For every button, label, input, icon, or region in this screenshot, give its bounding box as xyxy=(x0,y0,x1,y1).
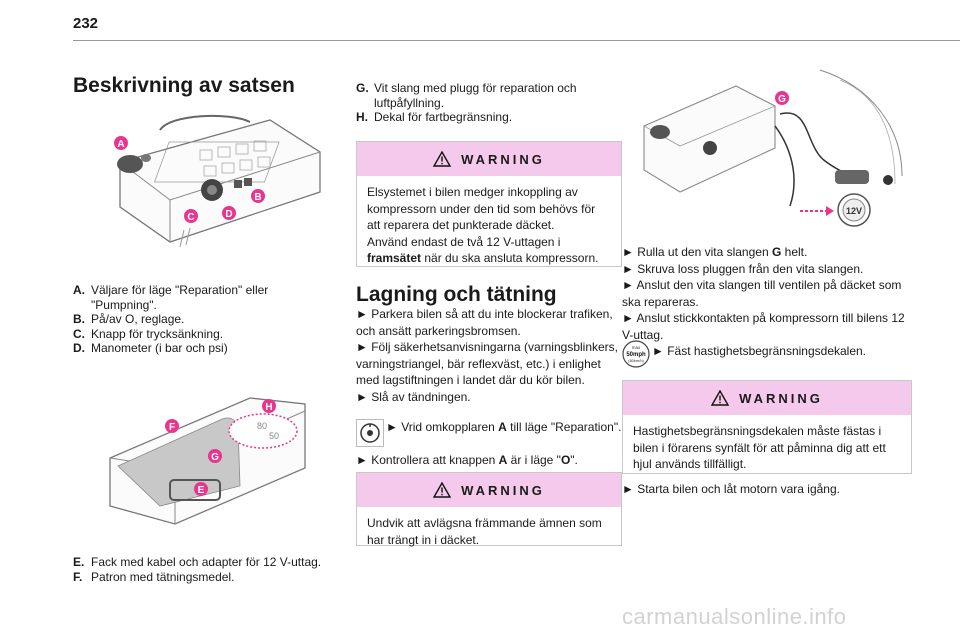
marker-g: G xyxy=(208,449,222,463)
repair-step: ► Parkera bilen så att du inte blockerar… xyxy=(356,307,613,338)
marker-b: B xyxy=(251,189,265,203)
warning-box-foreign-objects: WARNING Undvik att avlägsna främmande äm… xyxy=(356,472,622,547)
svg-text:50mph: 50mph xyxy=(626,352,646,358)
kit-parts-list-b: E.Fack med kabel och adapter för 12 V-ut… xyxy=(73,555,338,584)
svg-text:G: G xyxy=(211,452,219,463)
svg-text:G: G xyxy=(778,94,786,105)
warning-header: WARNING xyxy=(357,142,621,176)
warning-header: WARNING xyxy=(357,473,621,507)
list-item: B.På/av O, reglage. xyxy=(73,312,185,326)
marker-e: E xyxy=(194,482,208,496)
svg-text:(80km/h): (80km/h) xyxy=(628,358,644,363)
rotate-step: ► Vrid omkopplaren A till läge "Reparati… xyxy=(386,420,622,434)
warning-text-2: Använd endast de två 12 V-uttagen i fram… xyxy=(367,234,599,266)
warning-triangle-icon xyxy=(433,482,452,498)
warning-triangle-icon xyxy=(433,151,452,167)
svg-text:E: E xyxy=(198,485,205,496)
marker-h: H xyxy=(262,399,276,413)
list-item: D.Manometer (i bar och psi) xyxy=(73,341,228,355)
svg-text:D: D xyxy=(225,209,232,220)
warning-triangle-icon xyxy=(711,390,730,406)
repair-title: Lagning och tätning xyxy=(356,283,557,306)
speed-sticker-icon: max 50mph (80km/h) xyxy=(622,340,650,368)
socket-12v-label: 12V xyxy=(846,206,862,216)
list-item: E.Fack med kabel och adapter för 12 V-ut… xyxy=(73,555,322,569)
connection-step: ► Anslut stickkontakten på kompressorn t… xyxy=(622,311,905,342)
warning-box-sticker: WARNING Hastighetsbegränsningsdekalen må… xyxy=(622,380,912,474)
kit-parts-list-a: A.Väljare för läge "Reparation" eller "P… xyxy=(73,283,333,356)
speed-label-50: 50 xyxy=(269,431,279,441)
warning-text: Undvik att avlägsna främmande ämnen som … xyxy=(367,516,602,547)
warning-box-power: WARNING Elsystemet i bilen medger inkopp… xyxy=(356,141,622,267)
kit-title: Beskrivning av satsen xyxy=(73,74,295,97)
connection-steps: ► Rulla ut den vita slangen G helt. ► Sk… xyxy=(622,244,912,344)
kit-illustration-bottom: 80 50 H F G E xyxy=(109,397,306,525)
watermark: carmanualsonline.info xyxy=(622,604,847,629)
svg-text:H: H xyxy=(265,402,272,413)
warning-header: WARNING xyxy=(623,381,911,415)
sticker-step: ► Fäst hastighetsbegränsningsdekalen. xyxy=(652,344,867,358)
connection-step: ► Rulla ut den vita slangen G helt. xyxy=(622,245,808,259)
warning-text: Elsystemet i bilen medger inkoppling av … xyxy=(367,185,596,233)
page-number: 232 xyxy=(73,15,99,32)
final-step: ► Starta bilen och låt motorn vara igång… xyxy=(622,482,840,496)
connection-illustration: 12V G xyxy=(643,69,903,227)
kit-parts-list-c: G.Vit slang med plugg för reparation och… xyxy=(356,81,616,125)
list-item: C.Knapp för trycksänkning. xyxy=(73,326,224,341)
top-divider xyxy=(73,40,960,41)
marker-d: D xyxy=(222,206,236,220)
repair-step: ► Följ säkerhetsanvisningarna (varningsb… xyxy=(356,340,618,388)
repair-step: ► Slå av tändningen. xyxy=(356,389,471,404)
svg-text:B: B xyxy=(254,192,261,203)
list-item: G.Vit slang med plugg för reparation och… xyxy=(356,81,577,110)
connection-step: ► Skruva loss pluggen från den vita slan… xyxy=(622,261,864,276)
list-item: F.Patron med tätningsmedel. xyxy=(73,569,235,584)
check-step: ► Kontrollera att knappen A är i läge "O… xyxy=(356,453,578,467)
svg-text:C: C xyxy=(187,212,194,223)
kit-illustration-top: A B C D xyxy=(114,114,321,248)
svg-text:F: F xyxy=(169,422,175,433)
svg-text:A: A xyxy=(117,139,124,150)
marker-g-right: G xyxy=(775,91,789,105)
connection-step: ► Anslut den vita slangen till ventilen … xyxy=(622,278,902,309)
list-item: H.Dekal för fartbegränsning. xyxy=(356,110,513,124)
selector-dial-icon xyxy=(356,419,384,447)
warning-text: Hastighetsbegränsningsdekalen måste fäst… xyxy=(633,424,886,472)
marker-f: F xyxy=(165,419,179,433)
marker-a: A xyxy=(114,136,128,150)
repair-steps: ► Parkera bilen så att du inte blockerar… xyxy=(356,306,624,406)
svg-text:max: max xyxy=(632,345,641,350)
speed-label-80: 80 xyxy=(257,421,267,431)
marker-c: C xyxy=(184,209,198,223)
list-item: A.Väljare för läge "Reparation" eller "P… xyxy=(73,283,269,312)
